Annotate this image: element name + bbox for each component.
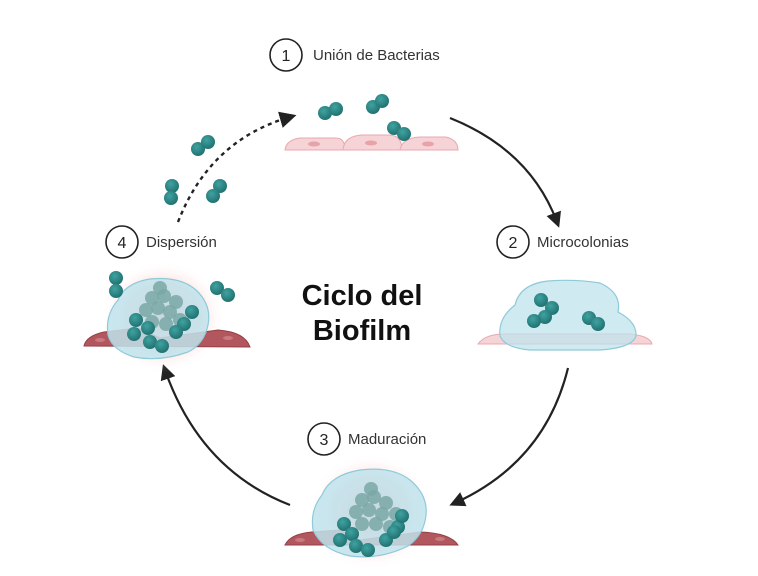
stage-2-label: 2 Microcolonias bbox=[496, 225, 629, 259]
bacteria-cluster-inner bbox=[349, 482, 403, 534]
stage-1-label: 1 Unión de Bacterias bbox=[269, 38, 440, 72]
svg-text:Microcolonias: Microcolonias bbox=[537, 234, 629, 251]
cycle-arrow-icon-3-to-4 bbox=[160, 364, 291, 507]
cycle-arrow-icon-1-to-2 bbox=[449, 116, 561, 228]
stage-1-illustration bbox=[284, 94, 459, 151]
svg-text:Dispersión: Dispersión bbox=[146, 234, 217, 251]
dispersed-bacteria-icon bbox=[109, 135, 235, 302]
bacteria-icon bbox=[318, 94, 411, 141]
cycle-arrow-icon-dispersal bbox=[176, 111, 297, 223]
svg-text:4: 4 bbox=[118, 235, 127, 252]
svg-text:2: 2 bbox=[509, 235, 518, 252]
cycle-arrow-icon-2-to-3 bbox=[449, 367, 570, 507]
bacteria-icon bbox=[333, 509, 409, 557]
svg-text:Maduración: Maduración bbox=[348, 431, 426, 448]
svg-text:1: 1 bbox=[282, 48, 291, 65]
diagram-title-line2: Biofilm bbox=[313, 315, 411, 347]
bacteria-icon bbox=[527, 293, 605, 331]
biofilm-matrix-icon bbox=[499, 279, 637, 351]
stage-3-illustration bbox=[284, 454, 459, 570]
stage-4-illustration bbox=[83, 135, 251, 373]
stage-4-label: 4 Dispersión bbox=[105, 225, 217, 259]
diagram-title-line1: Ciclo del bbox=[302, 280, 423, 312]
svg-text:3: 3 bbox=[320, 432, 329, 449]
stage-2-illustration bbox=[477, 279, 653, 351]
stage-3-label: 3 Maduración bbox=[307, 422, 426, 456]
svg-text:Unión de Bacterias: Unión de Bacterias bbox=[313, 47, 440, 64]
bacteria-icon bbox=[127, 305, 199, 353]
host-cell-icon bbox=[284, 134, 459, 151]
